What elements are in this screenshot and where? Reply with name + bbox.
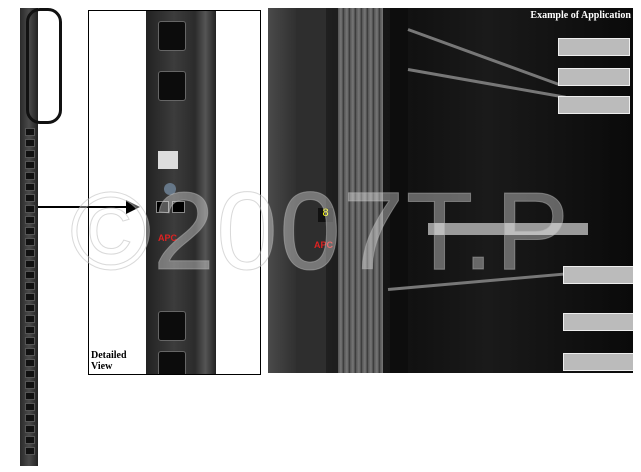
outlet xyxy=(25,414,35,422)
detail-label: Detailed View xyxy=(91,350,127,372)
pdu-full-view xyxy=(20,8,62,466)
outlet xyxy=(25,425,35,433)
outlet xyxy=(25,447,35,455)
outlet xyxy=(25,304,35,312)
power-cord xyxy=(26,8,62,124)
outlet xyxy=(25,249,35,257)
outlet xyxy=(25,216,35,224)
outlet xyxy=(25,150,35,158)
server-psu xyxy=(558,96,630,114)
outlet xyxy=(25,436,35,444)
digit-display: 8 xyxy=(318,208,333,222)
arrow-icon xyxy=(126,200,140,214)
cable-bundle xyxy=(338,8,383,373)
rack-rail xyxy=(390,8,408,373)
outlet xyxy=(25,348,35,356)
server-psu xyxy=(563,353,633,371)
outlet xyxy=(25,370,35,378)
apc-logo: APC xyxy=(158,233,178,243)
apc-logo: APC xyxy=(314,240,334,250)
outlet xyxy=(25,315,35,323)
outlet xyxy=(25,337,35,345)
server-psu xyxy=(563,266,633,284)
network-port xyxy=(156,201,169,213)
outlet xyxy=(25,205,35,213)
server-psu xyxy=(563,313,633,331)
outlet xyxy=(25,381,35,389)
outlet xyxy=(25,227,35,235)
outlet xyxy=(158,21,186,51)
shelf xyxy=(428,223,588,235)
outlet xyxy=(25,194,35,202)
photo-caption: Example of Application xyxy=(530,10,631,21)
pdu-in-rack xyxy=(296,8,326,373)
outlet xyxy=(158,351,186,374)
display xyxy=(158,151,178,169)
server-psu xyxy=(558,68,630,86)
outlet xyxy=(25,260,35,268)
outlet xyxy=(25,326,35,334)
outlet xyxy=(25,271,35,279)
outlet xyxy=(25,161,35,169)
button xyxy=(164,183,176,195)
serial-port xyxy=(172,201,185,213)
pdu-closeup: APC xyxy=(146,11,216,374)
outlet xyxy=(25,359,35,367)
outlet xyxy=(25,139,35,147)
server-psu xyxy=(558,38,630,56)
outlet xyxy=(25,392,35,400)
outlet xyxy=(25,238,35,246)
arrow-line xyxy=(38,206,136,208)
outlet xyxy=(25,282,35,290)
outlet xyxy=(25,183,35,191)
application-photo: 8 APC Example of Application xyxy=(268,8,633,373)
outlet xyxy=(158,71,186,101)
detail-view-panel: APC Detailed View xyxy=(88,10,261,375)
outlet xyxy=(25,128,35,136)
outlet xyxy=(25,172,35,180)
outlet xyxy=(25,403,35,411)
outlet xyxy=(25,293,35,301)
outlet xyxy=(158,311,186,341)
